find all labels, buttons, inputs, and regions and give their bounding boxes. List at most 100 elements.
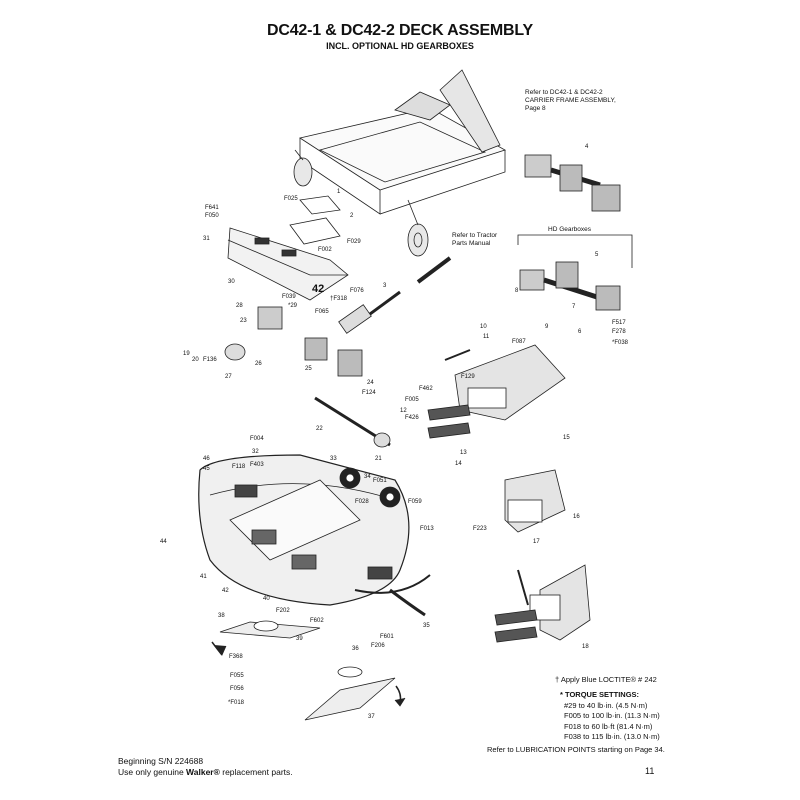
callout-23-a: 23 [240, 318, 247, 324]
callout-40: 40 [263, 596, 270, 602]
callout-16: 16 [573, 514, 580, 520]
callout-33-a: 33 [330, 456, 337, 462]
carrier-ref-line1: Refer to DC42-1 & DC42-2 [525, 89, 603, 96]
callout-F129: F129 [461, 374, 475, 380]
callout-F025: F025 [284, 196, 298, 202]
callout-1: 1 [337, 189, 341, 195]
callout-2: 2 [350, 213, 354, 219]
mower-deck [198, 454, 431, 606]
callout-F028: F028 [355, 499, 369, 505]
serial-number: Beginning S/N 224688 [118, 756, 204, 766]
callout-44: 44 [160, 539, 167, 545]
callout-39: 39 [296, 636, 303, 642]
torque-settings: * TORQUE SETTINGS: #29 to 40 lb·in. (4.5… [560, 690, 660, 743]
loctite-note: † Apply Blue LOCTITE® # 242 [555, 675, 657, 684]
callout-F641: F641 [205, 205, 219, 211]
hd-gearboxes-label: HD Gearboxes [548, 226, 592, 233]
callout-F124: F124 [362, 390, 376, 396]
hd-bracket [517, 234, 633, 268]
callout-F002: F002 [318, 247, 332, 253]
callout-F039: F039 [282, 294, 296, 300]
belt-cover: 42 [227, 227, 349, 301]
torque-row: F005 to 100 lb·in. (11.3 N·m) [564, 711, 660, 720]
callout-12-a: 12 [400, 408, 407, 414]
brand-name: Walker® [186, 767, 220, 777]
skid-35 [389, 588, 426, 617]
callout-42: 42 [222, 588, 229, 594]
callout-24: 24 [367, 380, 374, 386]
discharge-chute-9 [444, 344, 566, 421]
callout-F278: F278 [612, 329, 626, 335]
callout-38-a: 38 [218, 613, 225, 619]
page-footer: Beginning S/N 224688 Use only genuine Wa… [118, 756, 293, 778]
callout-F051: F051 [373, 478, 387, 484]
callout-45: 45 [203, 466, 210, 472]
callout-28: 28 [236, 303, 243, 309]
callout-22: 22 [316, 426, 323, 432]
callout-F206: F206 [371, 643, 385, 649]
callout-4: 4 [585, 144, 589, 150]
lubrication-reference: Refer to LUBRICATION POINTS starting on … [487, 745, 665, 754]
callout-20-a: 20 [192, 357, 199, 363]
svg-text:42: 42 [312, 283, 324, 295]
carrier-ref-line2: CARRIER FRAME ASSEMBLY, [525, 97, 616, 104]
page-number: 11 [645, 766, 655, 776]
callout-25: 25 [305, 366, 312, 372]
callout-36: 36 [352, 646, 359, 652]
callout-F223: F223 [473, 526, 487, 532]
callout-F426: F426 [405, 415, 419, 421]
gearboxes-center [224, 306, 391, 448]
callout-F403: F403 [250, 462, 264, 468]
callout-3: 3 [383, 283, 387, 289]
torque-row: F018 to 60 lb·ft (81.4 N·m) [564, 721, 653, 731]
callout-F136: F136 [203, 357, 217, 363]
callout-F462: F462 [419, 386, 433, 392]
hd-gearboxes [519, 261, 621, 311]
callout-32: 32 [252, 449, 259, 455]
callout-17: 17 [533, 539, 540, 545]
callout-46: 46 [203, 456, 210, 462]
callout-F318: †F318 [330, 296, 348, 302]
discharge-chute-18 [517, 564, 591, 641]
callout-F087: F087 [512, 339, 526, 345]
callout-F202: F202 [276, 608, 290, 614]
callout-F013: F013 [420, 526, 434, 532]
callout-37: 37 [368, 714, 375, 720]
callout-41-a: 41 [200, 574, 207, 580]
reference-notes: Refer to DC42-1 & DC42-2 CARRIER FRAME A… [452, 89, 616, 247]
callout-34: 34 [364, 474, 371, 480]
callout-F055: F055 [230, 673, 244, 679]
discharge-chute-16 [504, 469, 566, 533]
carrier-ref-line3: Page 8 [525, 105, 546, 112]
callout-13-a: 13 [460, 450, 467, 456]
callout-11: 11 [483, 334, 490, 340]
blade-37 [304, 666, 406, 721]
callout-F076: F076 [350, 288, 364, 294]
callout-18: 18 [582, 644, 589, 650]
callout-14-a: 14 [455, 461, 462, 467]
callout-F602: F602 [310, 618, 324, 624]
tractor-ref-line1: Refer to Tractor [452, 232, 498, 239]
genuine-pre: Use only genuine [118, 767, 187, 777]
callout-35: 35 [423, 623, 430, 629]
callout-F368: F368 [229, 654, 243, 660]
gearbox-assembly-4 [524, 154, 621, 212]
torque-row: #29 to 40 lb·in. (4.5 N·m) [564, 700, 648, 710]
blade-39 [211, 620, 321, 656]
callout-F004: F004 [250, 436, 264, 442]
callout-F018: *F018 [228, 700, 245, 706]
callout-F029: F029 [347, 239, 361, 245]
callout-7: 7 [572, 304, 576, 310]
page-title: DC42-1 & DC42-2 DECK ASSEMBLY [267, 22, 533, 39]
part-callouts: 1 2 3 4 5 6 7 8 9 10 11 12 13 14 15 16 1… [160, 144, 629, 720]
callout-29: *29 [288, 303, 298, 309]
callout-15: 15 [563, 435, 570, 441]
drive-shaft [338, 256, 452, 334]
callout-F050: F050 [205, 213, 219, 219]
callout-27: 27 [225, 374, 232, 380]
callout-F601: F601 [380, 634, 394, 640]
tractor-ref-line2: Parts Manual [452, 240, 491, 247]
callout-19-a: 19 [183, 351, 190, 357]
genuine-post: replacement parts. [219, 767, 293, 777]
